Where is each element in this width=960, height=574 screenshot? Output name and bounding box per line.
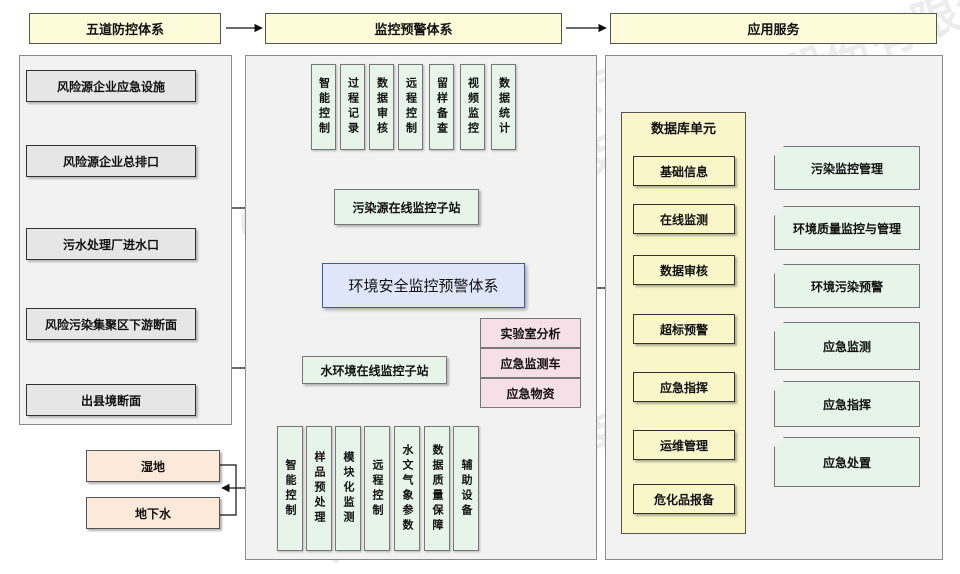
resource-lab-analysis: 实验室分析 — [480, 318, 581, 348]
db-item-emergency-command: 应急指挥 — [633, 372, 735, 402]
module-remote-control: 远程控制 — [398, 64, 423, 150]
header-five-defense-system: 五道防控体系 — [29, 13, 221, 44]
groundwater-node: 地下水 — [86, 497, 220, 529]
service-pollution-monitoring: 污染监控管理 — [774, 146, 920, 190]
module-data-audit: 数据审核 — [369, 64, 394, 150]
module-auxiliary-equipment: 辅助设备 — [453, 426, 479, 551]
db-item-basic-info: 基础信息 — [633, 156, 735, 186]
chain-node: 污水处理厂进水口 — [26, 228, 196, 260]
database-unit-title: 数据库单元 — [650, 121, 716, 137]
header-monitoring-warning-system: 监控预警体系 — [265, 13, 562, 44]
module-modular-monitoring: 模块化监测 — [335, 426, 361, 551]
db-item-hazardous-chemicals: 危化品报备 — [633, 484, 735, 514]
db-item-online-monitoring: 在线监测 — [633, 204, 735, 234]
wetland-node: 湿地 — [86, 450, 220, 482]
environment-safety-warning-system: 环境安全监控预警体系 — [322, 263, 525, 308]
water-environment-monitoring-substation: 水环境在线监控子站 — [302, 356, 447, 384]
module-data-quality: 数据质量保障 — [424, 426, 450, 551]
module-remote-control: 远程控制 — [364, 426, 390, 551]
resource-monitoring-vehicle: 应急监测车 — [480, 348, 581, 378]
chain-node: 出县境断面 — [26, 384, 196, 416]
module-smart-control: 智能控制 — [277, 426, 303, 551]
db-item-data-audit: 数据审核 — [633, 255, 735, 285]
module-sample-pretreatment: 样品预处理 — [306, 426, 332, 551]
module-video-monitoring: 视频监控 — [460, 64, 485, 150]
header-application-services: 应用服务 — [610, 13, 937, 44]
chain-node: 风险源企业总排口 — [26, 145, 196, 177]
module-hydro-meteorology: 水文气象参数 — [394, 426, 420, 551]
service-emergency-command: 应急指挥 — [774, 381, 920, 427]
module-data-statistics: 数据统计 — [491, 64, 516, 150]
service-emergency-response: 应急处置 — [774, 437, 920, 487]
chain-node: 风险源企业应急设施 — [26, 70, 196, 102]
db-item-operation-maintenance: 运维管理 — [633, 430, 735, 460]
module-process-record: 过程记录 — [340, 64, 365, 150]
service-emergency-monitoring: 应急监测 — [774, 322, 920, 370]
service-environment-quality: 环境质量监控与管理 — [774, 206, 920, 250]
resource-emergency-supplies: 应急物资 — [480, 378, 581, 408]
service-pollution-warning: 环境污染预警 — [774, 264, 920, 308]
db-item-exceed-warning: 超标预警 — [633, 314, 735, 344]
pollution-source-monitoring-substation: 污染源在线监控子站 — [334, 189, 479, 225]
module-smart-control: 智能控制 — [311, 64, 336, 150]
chain-node: 风险污染集聚区下游断面 — [26, 308, 196, 340]
module-sample-retention: 留样备查 — [429, 64, 454, 150]
